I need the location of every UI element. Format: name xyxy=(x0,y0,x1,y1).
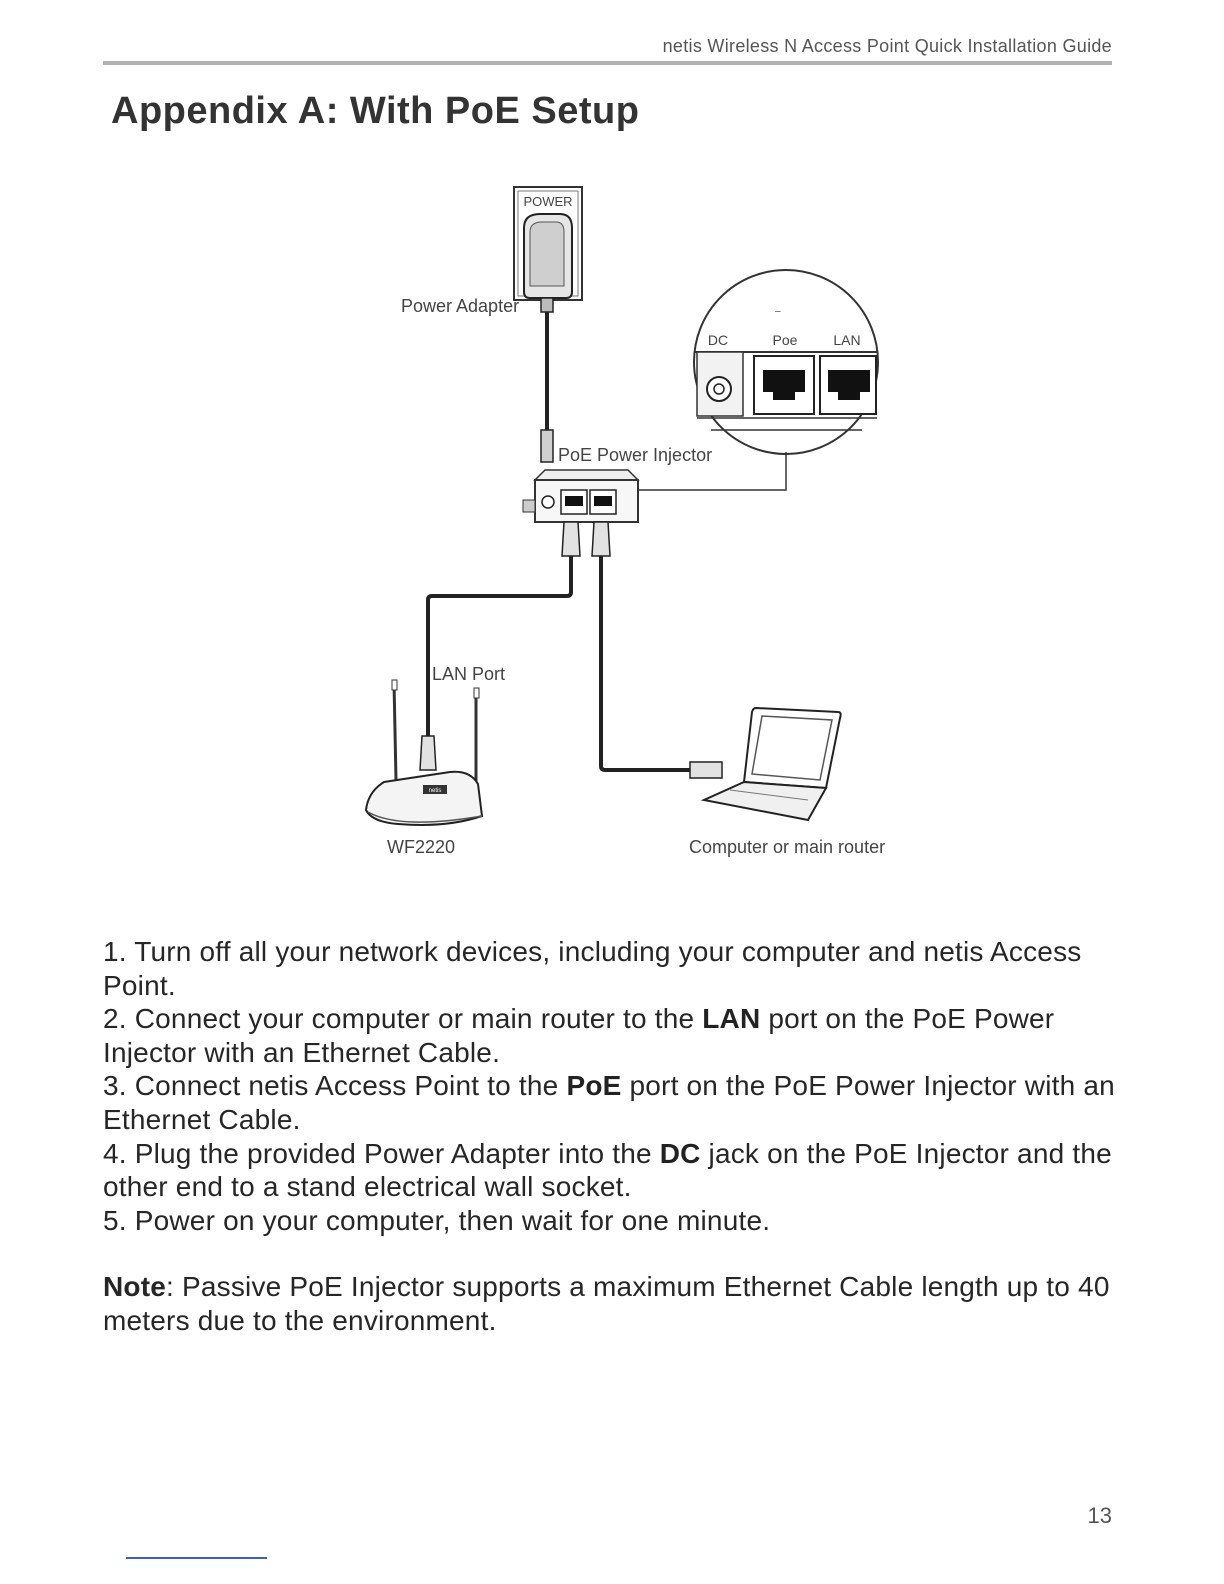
step-text: 1. Turn off all your network devices, in… xyxy=(103,936,1082,1001)
zoom-dc-label: DC xyxy=(708,332,728,348)
step-3: 3. Connect netis Access Point to the PoE… xyxy=(103,1069,1118,1136)
running-header: netis Wireless N Access Point Quick Inst… xyxy=(662,36,1112,56)
note-label: Note xyxy=(103,1271,167,1302)
power-adapter-icon xyxy=(523,213,573,313)
port-zoom-detail: – xyxy=(693,269,879,455)
step-text: 3. Connect netis Access Point to the xyxy=(103,1070,567,1102)
ethernet-cable-to-computer xyxy=(599,556,690,772)
ethernet-cable-to-ap xyxy=(426,556,573,736)
access-point-icon xyxy=(364,679,484,826)
poe-injector-icon xyxy=(522,469,640,523)
step-keyword: LAN xyxy=(702,1003,761,1035)
step-2: 2. Connect your computer or main router … xyxy=(103,1002,1118,1069)
laptop-icon xyxy=(689,706,842,822)
computer-label: Computer or main router xyxy=(689,837,885,857)
power-adapter-label: Power Adapter xyxy=(401,296,519,316)
dc-plug-icon xyxy=(540,429,554,463)
header-divider xyxy=(103,61,1112,65)
step-text: port on the PoE Power Injector with an E… xyxy=(103,1003,1055,1068)
step-text: port on the PoE Power Injector with an E… xyxy=(103,1070,1115,1135)
step-text: 4. Plug the provided Power Adapter into … xyxy=(103,1137,660,1169)
zoom-lan-label: LAN xyxy=(833,332,860,348)
svg-text:–: – xyxy=(774,306,781,317)
setup-steps: 1. Turn off all your network devices, in… xyxy=(103,935,1118,1237)
page-number: 13 xyxy=(1087,1503,1112,1528)
note-text: : Passive PoE Injector supports a maximu… xyxy=(103,1271,1110,1336)
injector-label: PoE Power Injector xyxy=(558,445,712,465)
step-4: 4. Plug the provided Power Adapter into … xyxy=(103,1137,1118,1204)
step-keyword: DC xyxy=(659,1137,701,1169)
step-1: 1. Turn off all your network devices, in… xyxy=(103,935,1118,1002)
outlet-label: POWER xyxy=(523,194,572,209)
step-text: 2. Connect your computer or main router … xyxy=(103,1003,703,1035)
lan-port-label: LAN Port xyxy=(432,664,505,684)
step-5: 5. Power on your computer, then wait for… xyxy=(103,1204,1118,1238)
callout-line xyxy=(620,452,787,491)
note-paragraph: Note: Passive PoE Injector supports a ma… xyxy=(103,1270,1118,1337)
ethernet-plug-icon xyxy=(561,521,611,557)
footer-link-underline xyxy=(126,1557,267,1559)
step-text: 5. Power on your computer, then wait for… xyxy=(103,1204,771,1236)
device-logo: netis xyxy=(429,788,442,794)
step-text: jack on the PoE Injector and the other e… xyxy=(103,1137,1112,1203)
step-keyword: PoE xyxy=(566,1070,622,1102)
device-label: WF2220 xyxy=(387,837,455,857)
page-title: Appendix A: With PoE Setup xyxy=(111,90,640,132)
zoom-poe-label: Poe xyxy=(773,332,798,348)
